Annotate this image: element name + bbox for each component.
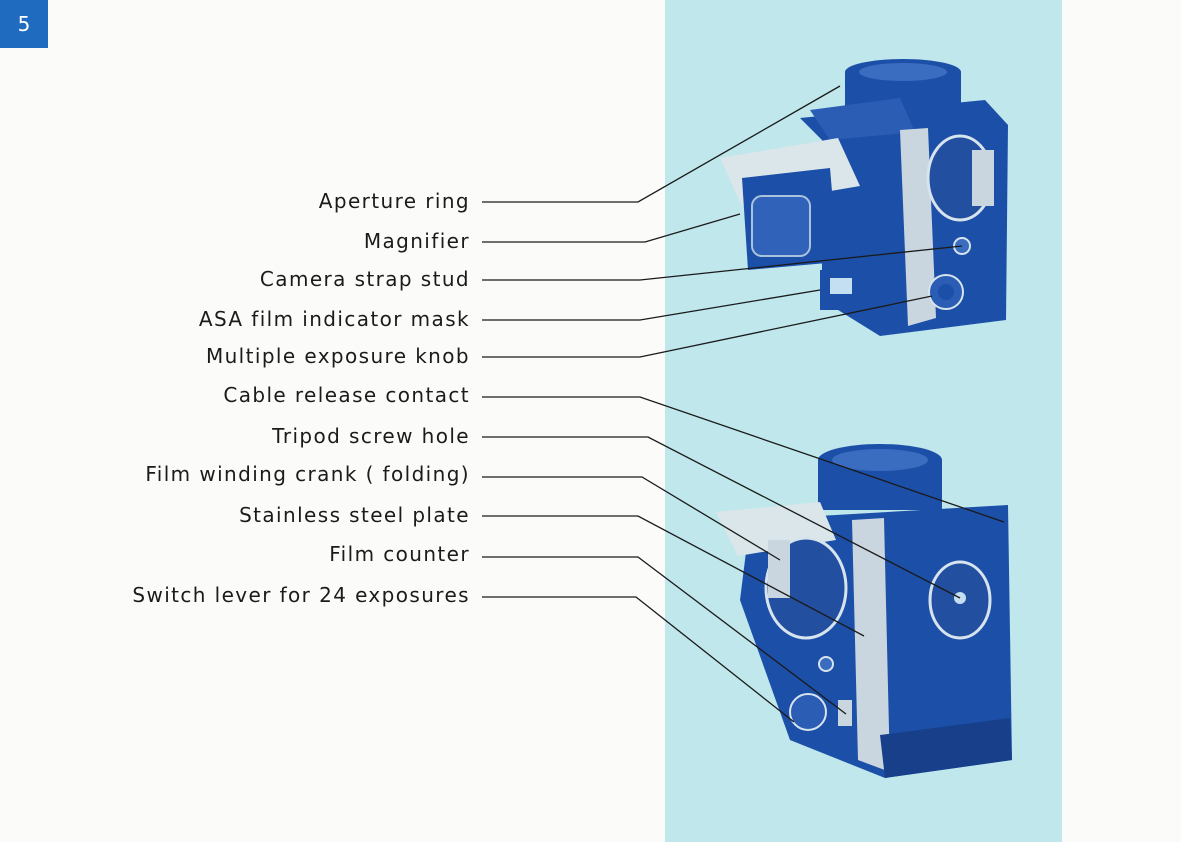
leader-line-magnifier [482, 214, 740, 242]
camera-photo-top [720, 59, 1008, 336]
camera-photo-bottom [716, 444, 1012, 778]
leader-line-asa-mask [482, 290, 820, 320]
